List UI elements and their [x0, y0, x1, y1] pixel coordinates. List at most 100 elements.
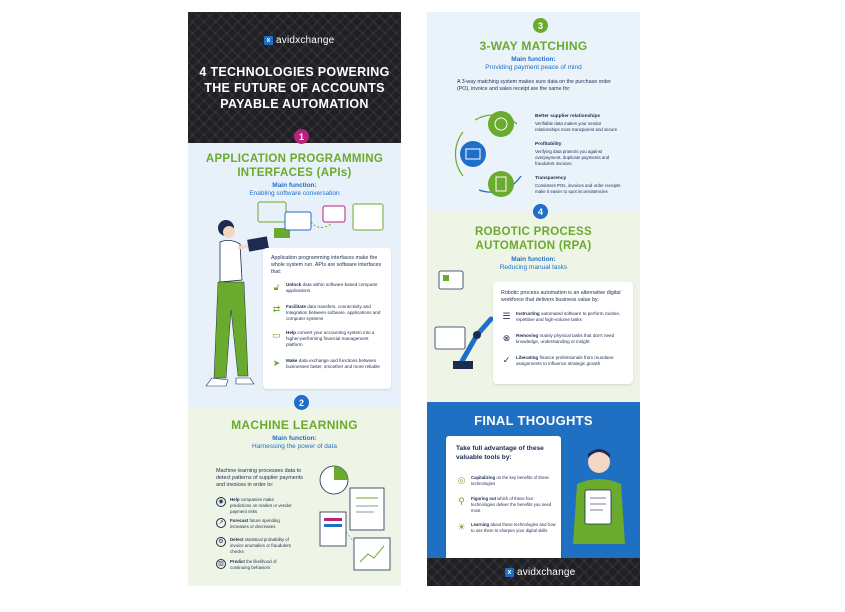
- main-function-label-matching: Main function:: [511, 56, 556, 63]
- computer-icon: ▭: [272, 330, 281, 340]
- logo-text: avidxchange: [517, 567, 576, 578]
- check-circle-icon: ✓: [502, 355, 511, 365]
- item-text: statistical probability of invoice anoma…: [230, 537, 291, 554]
- item-text: which of these four technologies deliver…: [471, 496, 552, 513]
- list-item: ◉ Help companies make predictions on mar…: [216, 497, 294, 514]
- section-title-rpa: ROBOTIC PROCESS AUTOMATION (RPA): [475, 226, 592, 252]
- list-item: ✓ Liberating finance professionals from …: [501, 355, 627, 367]
- rpa-card: Robotic process automation is an alterna…: [493, 282, 633, 384]
- list-item: ☰ Instructing automated software to perf…: [501, 311, 627, 323]
- item-text: mainly physical tasks that don't need kn…: [516, 333, 615, 344]
- ml-documents-illustration: [319, 465, 391, 571]
- list-item: ◎ Capitalizing on the key benefits of th…: [456, 475, 556, 487]
- main-function-label-rpa: Main function:: [511, 256, 556, 263]
- list-item: ☀ Learning about these technologies and …: [456, 522, 556, 534]
- infographic-panel-right: 3 3-WAY MATCHING Main function: Providin…: [427, 12, 640, 586]
- benefit-text: Verifiable data makes your vendor relati…: [535, 121, 618, 132]
- main-function-value-rpa: Reducing manual tasks: [499, 264, 568, 271]
- brand-logo: x avidxchange: [264, 35, 334, 46]
- final-card: Take full advantage of these valuable to…: [446, 436, 561, 562]
- checklist-icon: ☰: [502, 311, 511, 321]
- item-text: convert your accounting system into a hi…: [286, 330, 375, 347]
- unlock-icon: 🔓︎: [273, 282, 280, 292]
- rpa-intro-text: Robotic process automation is an alterna…: [501, 290, 621, 303]
- item-bold: Predict: [230, 559, 245, 564]
- main-function-label-api: Main function:: [272, 182, 317, 189]
- item-bold: Capitalizing: [471, 475, 496, 480]
- woman-laptop-illustration: [205, 201, 290, 387]
- magnifier-icon: ⚲: [458, 496, 465, 506]
- final-intro-text: Take full advantage of these valuable to…: [456, 445, 544, 461]
- main-function-value-matching: Providing payment peace of mind: [485, 64, 582, 71]
- section-number-1: 1: [294, 129, 309, 144]
- item-bold: Unlock: [286, 282, 302, 287]
- item-bold: Removing: [516, 333, 539, 338]
- speed-icon: ➤: [272, 358, 281, 368]
- item-text: companies make predictions on market or …: [230, 497, 292, 514]
- benefit-title: Profitability: [535, 142, 562, 147]
- section-title-final: FINAL THOUGHTS: [474, 413, 593, 428]
- item-text: the likelihood of continuing behaviors: [230, 559, 277, 570]
- item-text: about these technologies and how to use …: [471, 522, 556, 533]
- list-item: ▥ Predict the likelihood of continuing b…: [216, 559, 294, 571]
- section-title-api: APPLICATION PROGRAMMING INTERFACES (APIs…: [205, 153, 384, 179]
- infographic-panel-left: x avidxchange 4 TECHNOLOGIES POWERING TH…: [188, 12, 401, 586]
- three-way-cycle-illustration: [454, 111, 522, 197]
- man-with-tablet-illustration: [573, 449, 625, 544]
- item-text: data transfers, connectivity and integra…: [286, 304, 381, 321]
- close-circle-icon: ⊗: [502, 333, 511, 343]
- logo-mark-icon: x: [505, 568, 514, 577]
- gear-icon: ⚙: [216, 537, 226, 547]
- list-item: ➤ Make data exchange and functions betwe…: [271, 358, 386, 370]
- lightbulb-icon: ☀: [457, 522, 466, 532]
- item-bold: Learning: [471, 522, 490, 527]
- forecast-icon: ↗: [216, 518, 226, 528]
- api-intro-text: Application programming interfaces make …: [271, 255, 382, 275]
- main-function-label-ml: Main function:: [272, 435, 317, 442]
- transfer-arrows-icon: ⇄: [272, 304, 281, 314]
- item-text: finance professionals from mundane assig…: [516, 355, 614, 366]
- list-item: ↗ Forecast future spending increases or …: [216, 518, 294, 530]
- item-text: data within software-based computer appl…: [286, 282, 378, 293]
- item-bold: Help: [286, 330, 296, 335]
- chart-icon: ▥: [216, 559, 226, 569]
- item-text: data exchange and functions between busi…: [286, 358, 380, 369]
- item-bold: Instructing: [516, 311, 540, 316]
- footer-brand-logo: x avidxchange: [505, 567, 575, 578]
- list-item: ⚲ Figuring out which of these four techn…: [456, 496, 556, 514]
- eye-icon: ◉: [216, 497, 226, 507]
- logo-mark-icon: x: [264, 36, 273, 45]
- item-bold: Figuring out: [471, 496, 497, 501]
- final-thoughts-section: FINAL THOUGHTS Take full advantage of th…: [427, 402, 640, 586]
- target-icon: ◎: [457, 475, 466, 485]
- item-bold: Make: [286, 358, 298, 363]
- benefit-text: Consistent POs, invoices and order recei…: [535, 183, 621, 194]
- list-item: ⊗ Removing mainly physical tasks that do…: [501, 333, 627, 345]
- section-title-matching: 3-WAY MATCHING: [479, 39, 588, 53]
- page-title: 4 TECHNOLOGIES POWERING THE FUTURE OF AC…: [199, 65, 390, 111]
- logo-text: avidxchange: [276, 35, 335, 46]
- robotic-arm-illustration: [434, 270, 494, 369]
- item-bold: Facilitate: [286, 304, 306, 309]
- ml-intro-text: Machine learning processes data to detec…: [216, 468, 303, 488]
- benefit-title: Better supplier relationships: [535, 114, 601, 119]
- item-bold: Help: [230, 497, 240, 502]
- api-card: Application programming interfaces make …: [263, 248, 391, 389]
- section-title-ml: MACHINE LEARNING: [231, 418, 358, 432]
- laptop-screens-illustration: [284, 203, 384, 231]
- benefit-title: Transparency: [535, 176, 567, 181]
- item-text: future spending increases or decreases: [230, 518, 280, 529]
- main-function-value-ml: Harnessing the power of data: [252, 443, 337, 450]
- main-function-value-api: Enabling software conversation: [249, 190, 340, 197]
- list-item: ▭ Help convert your accounting system in…: [271, 330, 386, 348]
- benefit-text: Verifying data protects you against over…: [535, 149, 610, 166]
- footer-banner: x avidxchange: [427, 558, 640, 586]
- item-bold: Liberating: [516, 355, 539, 360]
- list-item: 🔓︎ Unlock data within software-based com…: [271, 282, 386, 294]
- item-text: automated software to perform routine, r…: [516, 311, 621, 322]
- list-item: ⇄ Facilitate data transfers, connectivit…: [271, 304, 386, 322]
- item-text: on the key benefits of these technologie…: [471, 475, 549, 486]
- section-number-4: 4: [533, 204, 548, 219]
- matching-intro-text: A 3-way matching system makes sure data …: [457, 79, 611, 92]
- header-banner: x avidxchange 4 TECHNOLOGIES POWERING TH…: [188, 12, 401, 143]
